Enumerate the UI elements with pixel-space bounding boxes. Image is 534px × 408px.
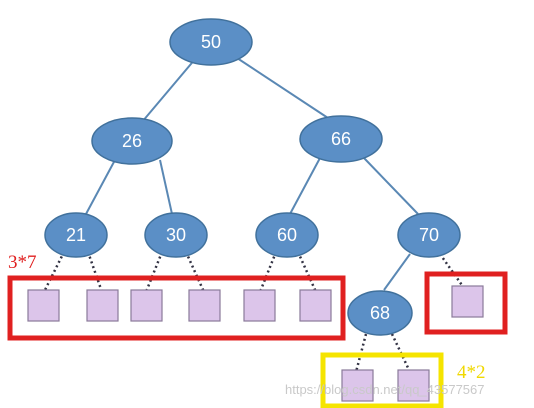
- edge-50-26: [141, 57, 197, 123]
- highlight-boxes: [7, 271, 508, 408]
- tree-node-50: 50: [169, 18, 253, 66]
- tree-node-68: 68: [347, 290, 413, 336]
- tree-node-30: 30: [144, 212, 208, 258]
- tree-node-70: 70: [397, 212, 461, 258]
- null-link: [354, 333, 368, 373]
- tree-nodes: 50 26 66 21 30 60: [44, 18, 461, 336]
- red-highlight-box-left: [7, 275, 346, 341]
- tree-node-60: 60: [255, 212, 319, 258]
- red-highlight-box-right: [424, 271, 508, 335]
- null-leaves: [27, 285, 484, 402]
- null-link: [42, 251, 66, 293]
- edge-26-21: [85, 159, 116, 215]
- null-link: [86, 251, 104, 293]
- null-link: [144, 251, 164, 293]
- null-leaf: [188, 289, 221, 322]
- node-label: 60: [277, 225, 297, 245]
- null-leaf: [86, 289, 119, 322]
- tree-node-26: 26: [91, 117, 173, 165]
- tree-edges: [85, 55, 419, 291]
- node-label: 70: [419, 225, 439, 245]
- node-label: 66: [331, 129, 351, 149]
- yellow-highlight-box: [320, 352, 444, 408]
- null-leaf: [341, 369, 374, 402]
- edge-26-30: [159, 159, 173, 215]
- yellow-annotation-label: 4*2: [457, 362, 486, 383]
- null-leaf: [451, 285, 484, 318]
- red-annotation-label: 3*7: [8, 252, 37, 273]
- null-link: [296, 251, 318, 293]
- edge-50-66: [233, 55, 329, 119]
- tree-node-66: 66: [299, 115, 383, 163]
- null-link: [438, 253, 466, 289]
- null-link: [258, 251, 278, 293]
- edge-70-68: [383, 253, 411, 291]
- tree-node-21: 21: [44, 212, 108, 258]
- watermark: https://blog.csdn.net/qq_43577567: [285, 382, 485, 397]
- node-label: 30: [166, 225, 186, 245]
- edge-66-70: [363, 157, 419, 215]
- null-leaf: [299, 289, 332, 322]
- null-leaf: [27, 289, 60, 322]
- edge-66-60: [289, 157, 321, 215]
- node-label: 68: [370, 303, 390, 323]
- node-label: 26: [122, 131, 142, 151]
- null-leaf: [130, 289, 163, 322]
- null-leaf: [397, 369, 430, 402]
- node-label: 21: [66, 225, 86, 245]
- node-label: 50: [201, 32, 221, 52]
- null-leaf: [243, 289, 276, 322]
- null-link: [184, 251, 206, 293]
